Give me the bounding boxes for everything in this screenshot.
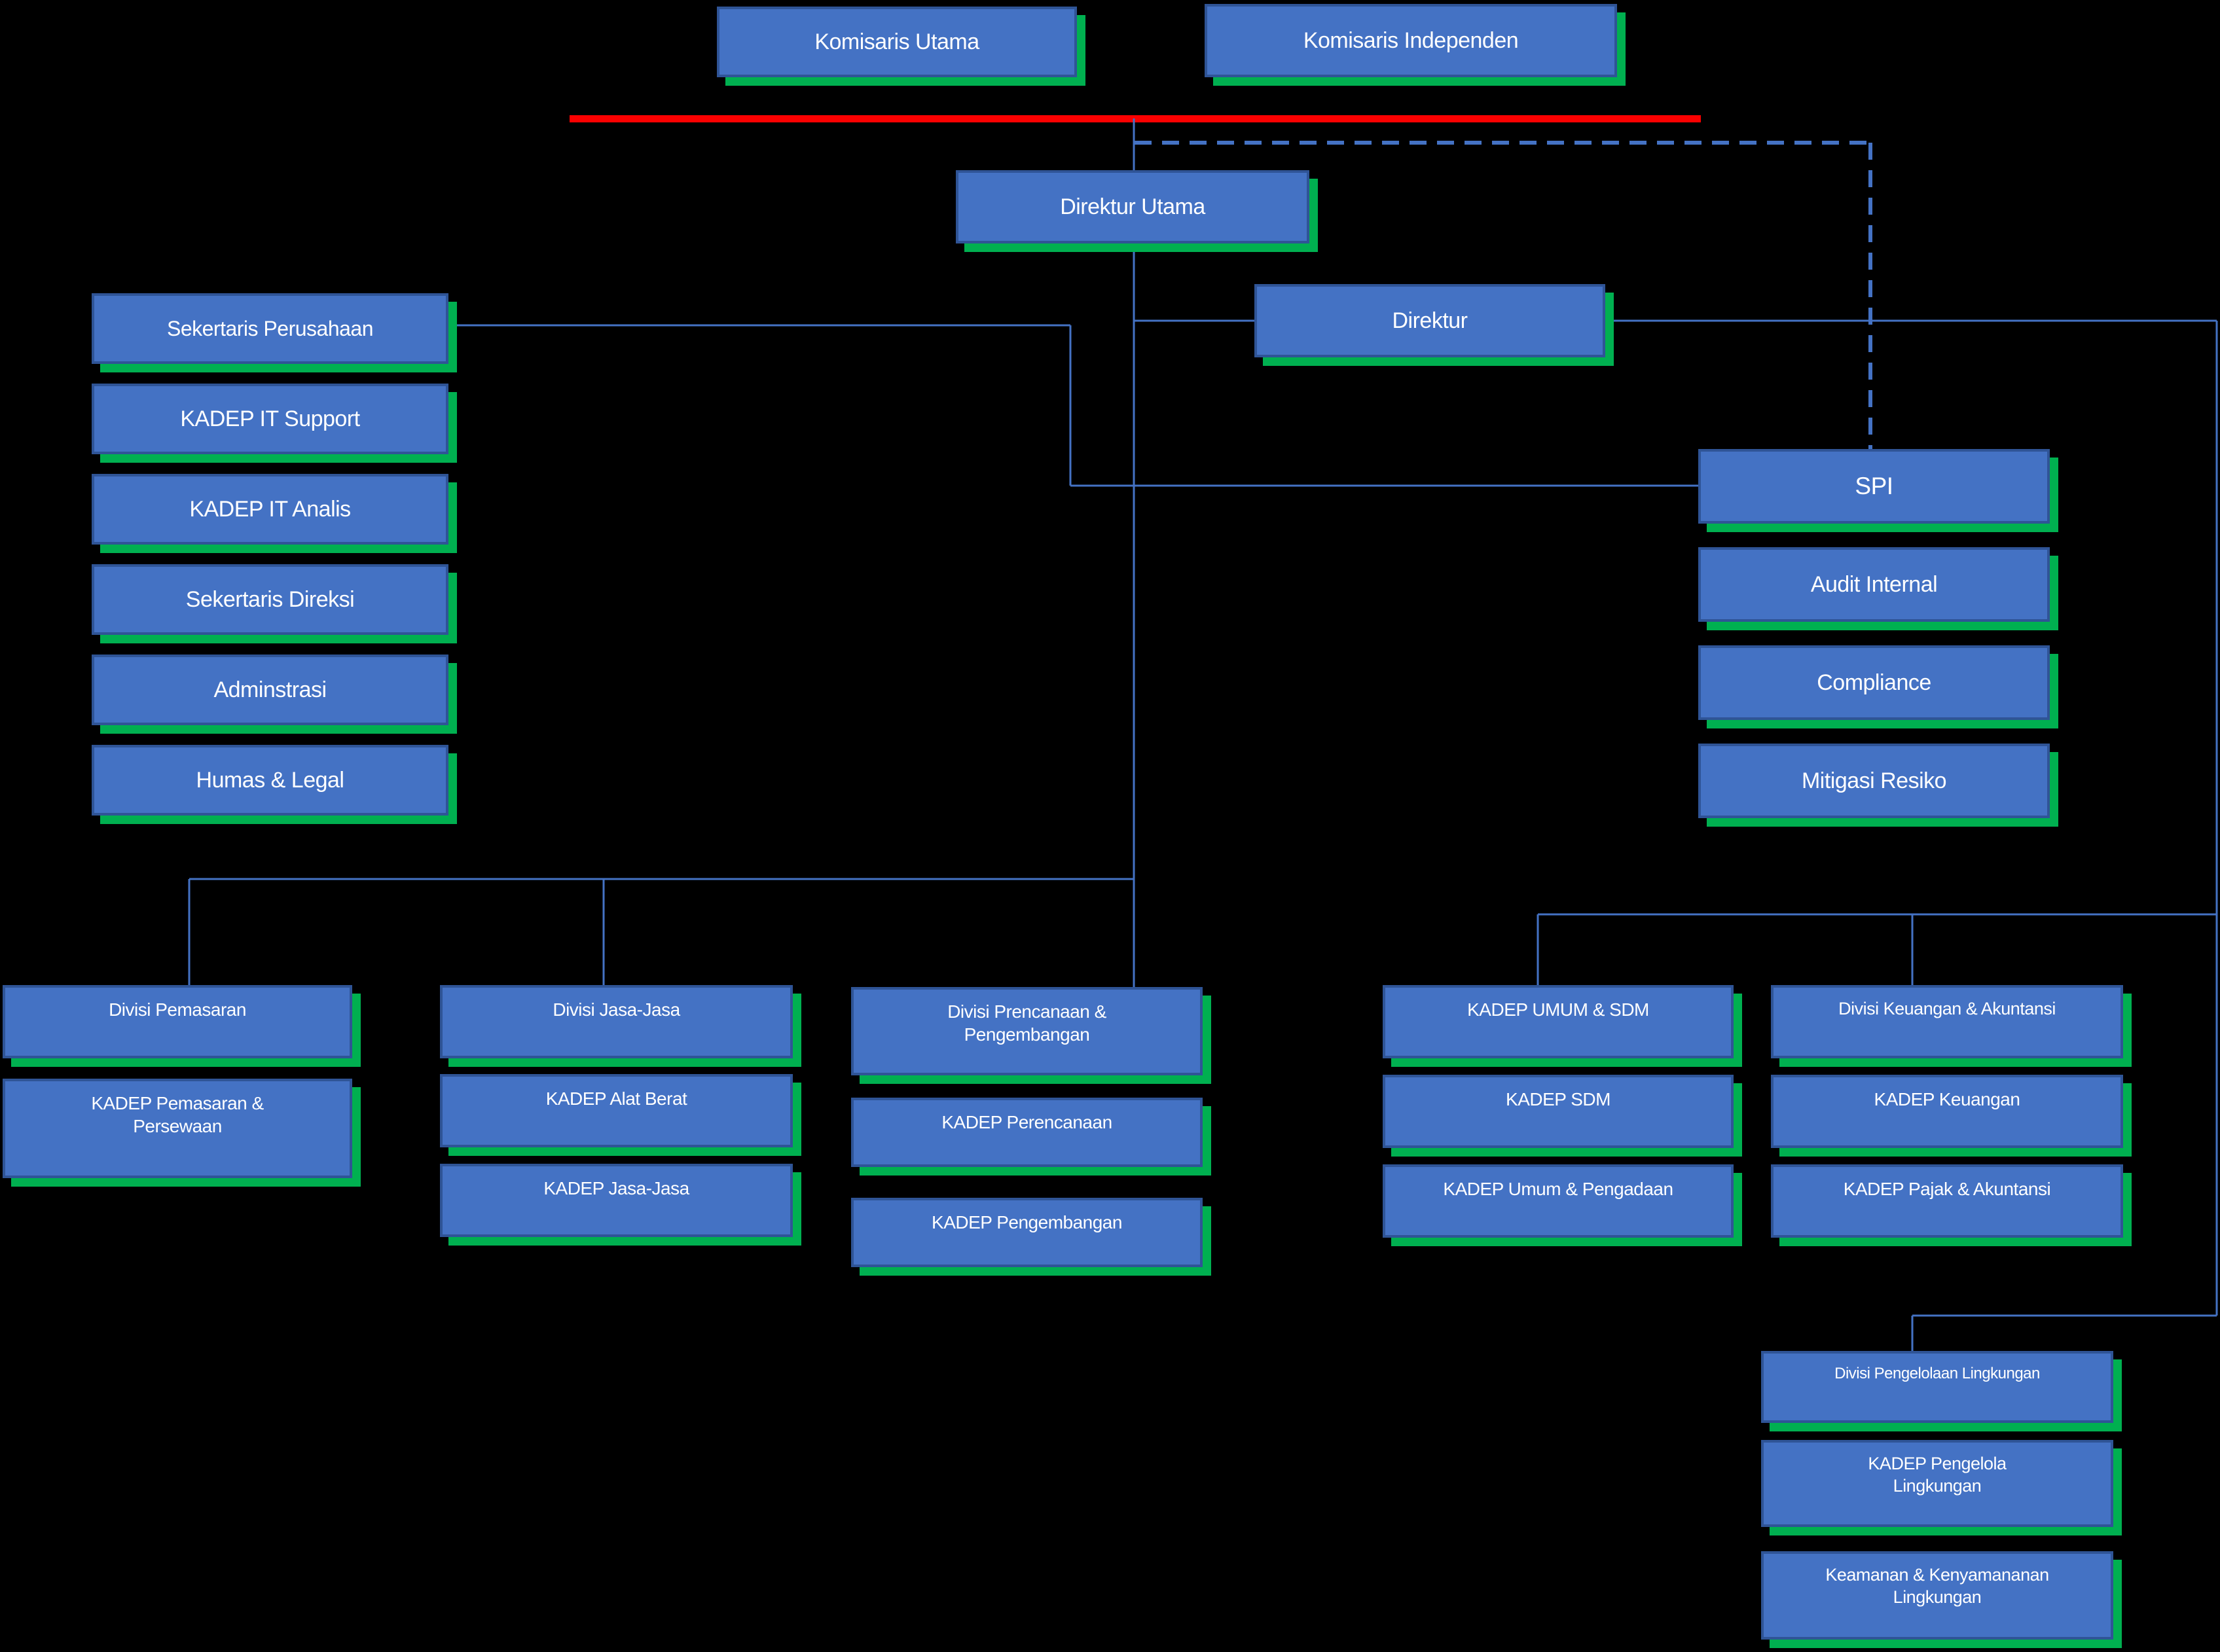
node-humas-legal: Humas & Legal (92, 745, 448, 816)
node-divisi-prencanaan-pengembangan: Divisi Prencanaan & Pengembangan (851, 987, 1203, 1075)
node-kadep-umum-sdm: KADEP UMUM & SDM (1383, 985, 1734, 1058)
node-divisi-jasa-jasa: Divisi Jasa-Jasa (440, 985, 793, 1058)
node-kadep-sdm: KADEP SDM (1383, 1075, 1734, 1148)
node-kadep-pemasaran-persewaan: KADEP Pemasaran & Persewaan (3, 1079, 352, 1178)
node-komisaris-independen: Komisaris Independen (1205, 4, 1617, 77)
node-spi: SPI (1698, 449, 2050, 524)
node-audit-internal: Audit Internal (1698, 547, 2050, 622)
node-kadep-pengembangan: KADEP Pengembangan (851, 1198, 1203, 1267)
node-kadep-it-analis: KADEP IT Analis (92, 474, 448, 545)
node-direktur-utama: Direktur Utama (956, 170, 1309, 243)
node-keamanan-kenyamananan-lingkungan: Keamanan & Kenyamananan Lingkungan (1761, 1551, 2113, 1640)
node-komisaris-utama: Komisaris Utama (717, 7, 1077, 77)
node-kadep-keuangan: KADEP Keuangan (1771, 1075, 2123, 1148)
node-kadep-pajak-akuntansi: KADEP Pajak & Akuntansi (1771, 1164, 2123, 1238)
node-direktur: Direktur (1254, 284, 1605, 357)
node-sekertaris-direksi: Sekertaris Direksi (92, 564, 448, 635)
node-compliance: Compliance (1698, 645, 2050, 720)
node-divisi-pengelolaan-lingkungan: Divisi Pengelolaan Lingkungan (1761, 1351, 2113, 1423)
node-divisi-pemasaran: Divisi Pemasaran (3, 985, 352, 1058)
node-divisi-keuangan-akuntansi: Divisi Keuangan & Akuntansi (1771, 985, 2123, 1058)
node-kadep-umum-pengadaan: KADEP Umum & Pengadaan (1383, 1164, 1734, 1238)
node-kadep-alat-berat: KADEP Alat Berat (440, 1074, 793, 1147)
node-mitigasi-resiko: Mitigasi Resiko (1698, 744, 2050, 818)
node-kadep-jasa-jasa: KADEP Jasa-Jasa (440, 1164, 793, 1237)
red-divider-line (570, 115, 1701, 122)
node-kadep-pengelola-lingkungan: KADEP Pengelola Lingkungan (1761, 1440, 2113, 1527)
node-sekertaris-perusahaan: Sekertaris Perusahaan (92, 293, 448, 364)
node-adminstrasi: Adminstrasi (92, 655, 448, 725)
node-kadep-perencanaan: KADEP Perencanaan (851, 1098, 1203, 1167)
node-kadep-it-support: KADEP IT Support (92, 384, 448, 454)
